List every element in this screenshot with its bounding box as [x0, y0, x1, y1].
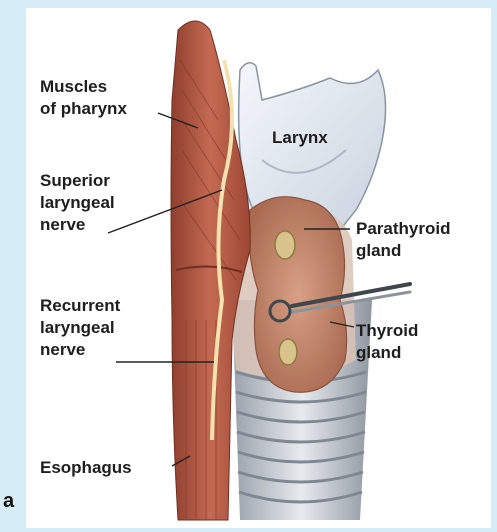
label-parathyroid-gland: Parathyroid gland — [356, 218, 450, 262]
label-larynx: Larynx — [272, 127, 328, 149]
parathyroid-lower — [279, 339, 297, 365]
panel-letter: a — [3, 490, 14, 513]
label-thyroid-gland: Thyroid gland — [356, 320, 418, 364]
label-muscles-of-pharynx: Muscles of pharynx — [40, 76, 127, 120]
thyroid-gland-shape — [249, 197, 347, 393]
parathyroid-upper — [275, 231, 295, 259]
label-recurrent-laryngeal-nerve: Recurrent laryngeal nerve — [40, 295, 120, 361]
label-esophagus: Esophagus — [40, 457, 132, 479]
label-superior-laryngeal-nerve: Superior laryngeal nerve — [40, 170, 115, 236]
